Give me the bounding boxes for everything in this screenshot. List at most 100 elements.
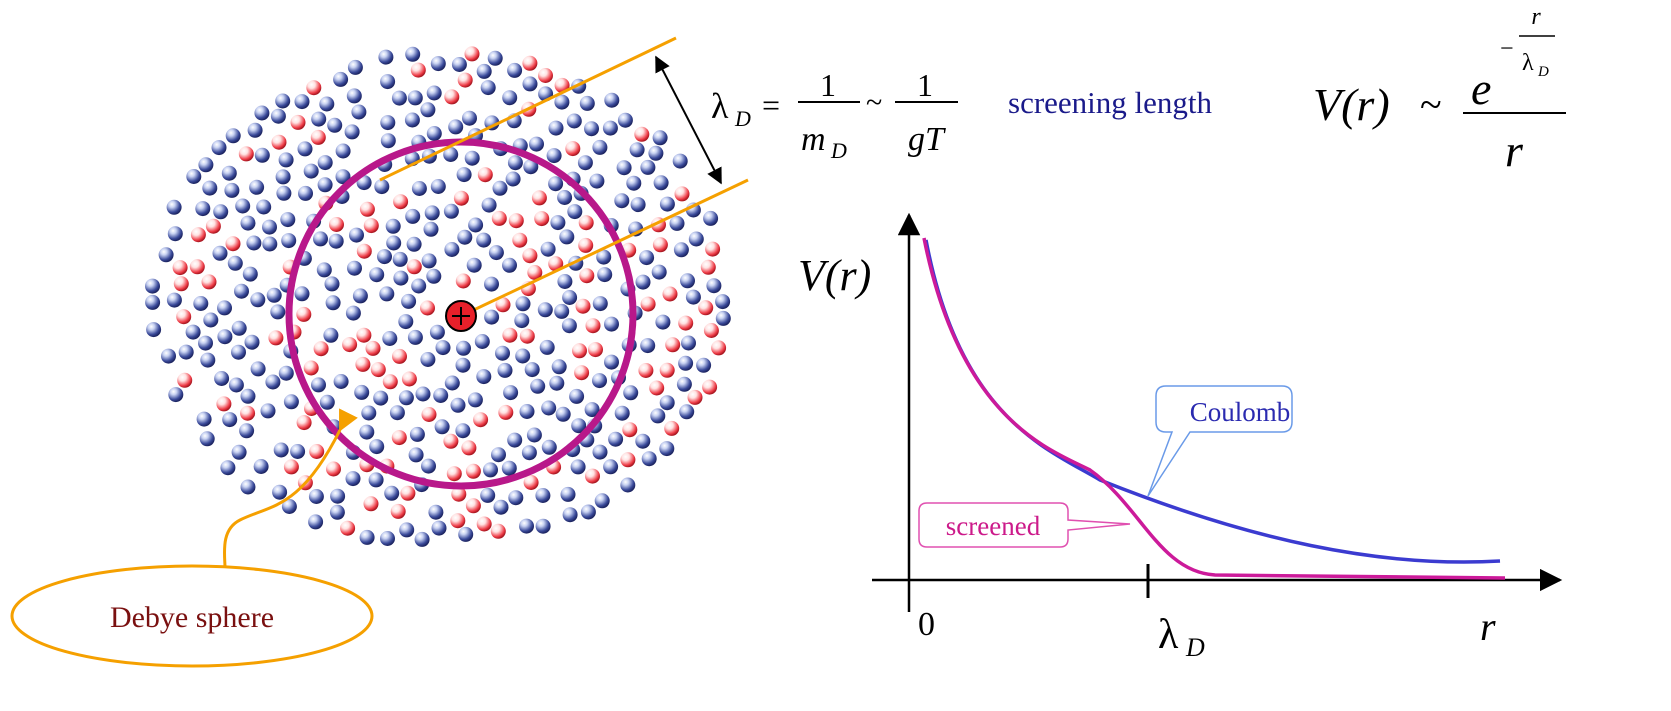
red-particle — [216, 396, 232, 412]
blue-particle — [202, 180, 218, 196]
blue-particle — [161, 348, 176, 364]
exponent-lambda: λ — [1522, 50, 1534, 76]
blue-particle — [198, 335, 213, 351]
blue-particle — [653, 175, 669, 191]
blue-particle — [526, 427, 542, 443]
blue-particle — [530, 378, 546, 394]
potential-plot: V(r) 0 λ D r Coulomb screened — [798, 212, 1563, 662]
blue-particle — [329, 504, 345, 520]
blue-particle — [384, 485, 400, 501]
red-particle — [665, 337, 681, 353]
blue-particle — [602, 120, 618, 136]
blue-particle — [283, 394, 299, 410]
blue-particle — [480, 80, 496, 96]
blue-particle — [659, 196, 675, 212]
blue-particle — [596, 249, 612, 265]
blue-particle — [250, 292, 266, 308]
blue-particle — [319, 96, 335, 112]
blue-particle — [235, 198, 251, 214]
blue-particle — [221, 165, 237, 181]
blue-particle — [377, 249, 392, 265]
blue-particle — [488, 245, 504, 261]
lambda-subscript: D — [734, 106, 751, 131]
blue-particle — [597, 267, 613, 283]
radius-line — [460, 178, 749, 318]
blue-particle — [580, 504, 596, 520]
red-particle — [490, 523, 506, 539]
blue-particle — [244, 334, 260, 350]
red-particle — [451, 486, 467, 502]
red-particle — [306, 80, 322, 96]
red-particle — [491, 210, 507, 226]
red-particle — [392, 348, 407, 364]
blue-particle — [541, 400, 557, 416]
blue-particle — [456, 167, 472, 183]
blue-particle — [562, 507, 578, 523]
blue-particle — [577, 155, 593, 171]
blue-particle — [569, 388, 585, 404]
origin-label: 0 — [918, 606, 935, 643]
blue-particle — [234, 283, 249, 299]
x-tick-lambda: λ — [1158, 612, 1179, 658]
blue-particle — [145, 294, 161, 310]
exponent-minus: − — [1500, 36, 1514, 62]
blue-particle — [715, 294, 731, 310]
red-particle — [401, 371, 417, 387]
red-particle — [565, 141, 581, 157]
blue-particle — [196, 411, 212, 427]
blue-particle — [386, 235, 402, 251]
blue-particle — [429, 324, 445, 340]
blue-particle — [579, 95, 595, 111]
blue-particle — [535, 518, 551, 534]
blue-particle — [681, 335, 696, 351]
red-particle — [711, 340, 727, 356]
fraction2-numerator: 1 — [917, 67, 933, 103]
red-particle — [240, 405, 256, 421]
blue-particle — [451, 57, 467, 72]
blue-particle — [316, 262, 332, 278]
red-particle — [271, 134, 287, 150]
red-particle — [522, 55, 538, 71]
red-particle — [356, 243, 372, 259]
blue-particle — [266, 287, 282, 303]
blue-particle — [389, 405, 405, 421]
blue-particle — [297, 141, 313, 157]
blue-particle — [537, 302, 553, 318]
blue-particle — [369, 267, 385, 283]
red-particle — [326, 461, 341, 477]
red-particle — [457, 72, 473, 88]
red-particle — [359, 201, 375, 217]
red-particle — [508, 213, 524, 229]
blue-particle — [323, 327, 339, 343]
blue-particle — [328, 233, 344, 249]
blue-particle — [476, 232, 492, 248]
red-particle — [574, 365, 590, 381]
blue-particle — [468, 217, 484, 233]
blue-particle — [651, 264, 667, 280]
blue-particle — [253, 459, 269, 474]
blue-particle — [592, 296, 608, 312]
blue-particle — [514, 313, 530, 329]
blue-particle — [540, 241, 556, 257]
blue-particle — [614, 193, 630, 209]
blue-particle — [448, 119, 464, 135]
red-particle — [502, 327, 518, 343]
blue-particle — [570, 459, 586, 475]
blue-particle — [347, 59, 363, 75]
red-particle — [554, 77, 570, 93]
blue-particle — [411, 278, 427, 294]
red-particle — [340, 520, 356, 536]
blue-particle — [399, 522, 415, 538]
red-particle — [465, 463, 481, 479]
blue-particle — [313, 231, 328, 247]
blue-particle — [405, 46, 421, 62]
red-particle — [477, 167, 493, 183]
blue-particle — [380, 133, 396, 149]
blue-particle — [567, 204, 583, 220]
blue-particle — [415, 386, 431, 402]
blue-particle — [346, 88, 362, 104]
blue-particle — [281, 233, 297, 249]
blue-particle — [426, 85, 442, 101]
x-axis-label: r — [1480, 604, 1496, 649]
blue-particle — [166, 199, 182, 215]
